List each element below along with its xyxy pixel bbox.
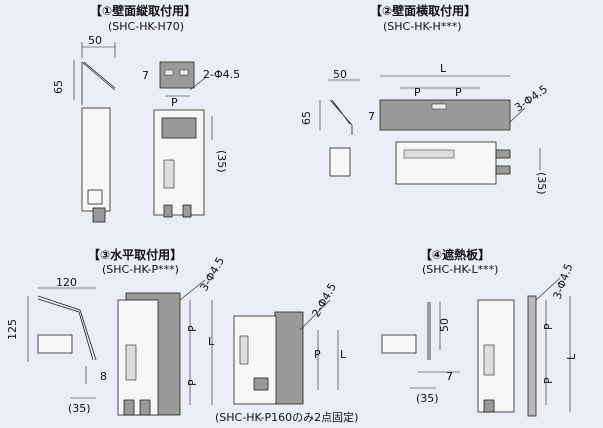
s3-dim-P-top: P [186, 325, 199, 332]
s4-dim-L: L [565, 353, 578, 360]
s1-dim-35: (35) [215, 150, 228, 173]
s2-dim-P-left: P [414, 86, 421, 99]
section1-title: 【①壁面縦取付用】 [90, 4, 197, 18]
s1-dim-P: P [171, 96, 178, 109]
s2-dim-65: 65 [300, 111, 313, 125]
s4-dim-P-top: P [542, 323, 555, 330]
s4-dim-35: (35) [416, 392, 439, 405]
s3-side-bracket: 120 125 8 (35) [6, 276, 107, 415]
s1-side-body [81, 107, 111, 223]
s1-front-body: (35) [153, 109, 228, 218]
s3-dim-8: 8 [100, 370, 107, 383]
s1-side-bracket: 50 65 [52, 34, 116, 105]
section2-model: (SHC-HK-H***) [383, 20, 462, 33]
s3-alt-dim-L: L [340, 348, 347, 361]
s4-dim-P-bottom: P [542, 377, 555, 384]
s3-dim-L: L [208, 335, 215, 348]
s3-dim-125: 125 [6, 319, 19, 340]
s2-hole-label: 3-Φ4.5 [512, 83, 550, 115]
s1-dim-50: 50 [88, 34, 102, 47]
s2-dim-L: L [440, 62, 447, 75]
s2-dim-50: 50 [333, 68, 347, 81]
s2-dim-35: (35) [535, 172, 548, 195]
s4-main: P P L 3-Φ4.5 [477, 262, 578, 417]
s2-dim-P-right: P [455, 86, 462, 99]
section4-title: 【④遮熱板】 [420, 248, 491, 262]
s2-side: 50 65 [300, 68, 360, 177]
s3-dim-35: (35) [68, 402, 91, 415]
s3-dim-P-bottom: P [186, 379, 199, 386]
s1-dim-65: 65 [52, 80, 65, 94]
s3-note: (SHC-HK-P160のみ2点固定) [215, 410, 358, 424]
s1-hole-label: 2-Φ4.5 [203, 68, 240, 81]
s3-hole-label: 3-Φ4.5 [197, 255, 227, 294]
s3-alt-hole-label: 2-Φ4.5 [309, 281, 339, 320]
s4-hole-label: 3-Φ4.5 [551, 262, 576, 301]
section4-model: (SHC-HK-L***) [422, 263, 499, 276]
section1-model: (SHC-HK-H70) [108, 20, 185, 33]
s4-dim-7: 7 [446, 370, 453, 383]
s4-dim-50: 50 [438, 318, 451, 332]
section3-title: 【③水平取付用】 [88, 248, 183, 262]
s3-main-unit: P P L 3-Φ4.5 [117, 255, 227, 416]
s1-dim-7: 7 [142, 69, 149, 82]
s2-dim-7: 7 [368, 110, 375, 123]
s2-top-bracket: L P P 7 3-Φ4.5 [368, 62, 550, 131]
section3-model: (SHC-HK-P***) [102, 263, 179, 276]
section2-title: 【②壁面横取付用】 [370, 4, 477, 18]
s3-alt-dim-P: P [314, 348, 321, 361]
s3-dim-120: 120 [56, 276, 77, 289]
s2-front-body: (35) [395, 141, 548, 195]
s4-side: 50 7 (35) [381, 302, 460, 405]
s3-alt-unit: P L 2-Φ4.5 [233, 281, 347, 405]
s1-top-bracket: 7 P 2-Φ4.5 [142, 61, 240, 109]
